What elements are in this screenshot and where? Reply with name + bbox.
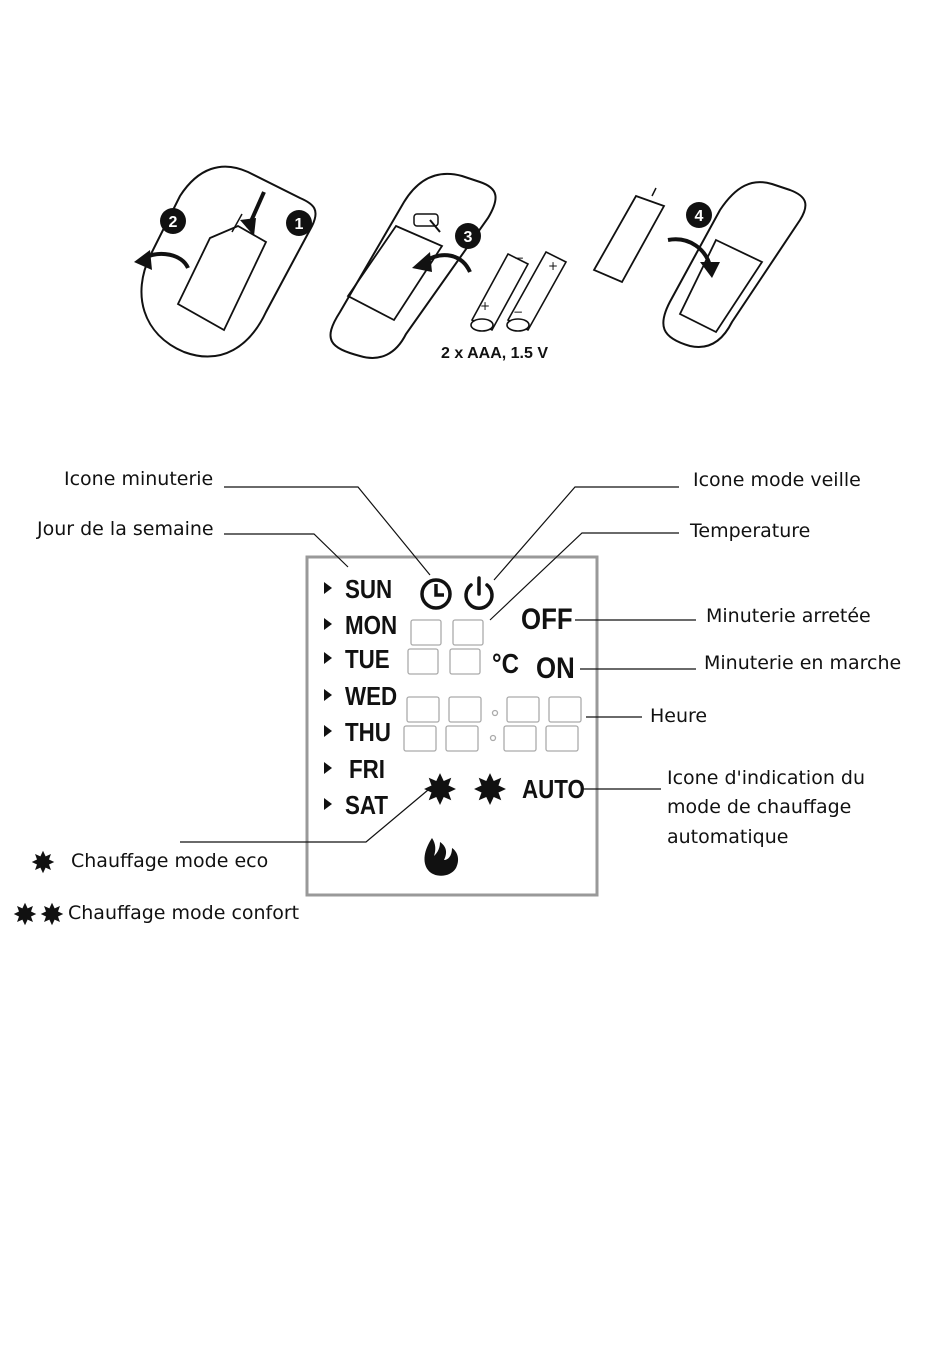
legend-comfort-icon-1 [14,903,37,926]
callout-standby-icon: Icone mode veille [693,470,861,492]
leader-timer-icon [224,487,430,575]
flame-icon [425,838,459,876]
callout-timer-on: Minuterie en marche [704,653,901,675]
svg-text:−: − [513,305,523,319]
temperature-digits [408,620,483,674]
standby-power-icon [466,578,492,608]
battery-caption: 2 x AAA, 1.5 V [441,345,548,363]
aaa-batteries: − + + − [471,251,566,331]
remote-step-3 [330,174,495,358]
day-fri: FRI [349,754,385,785]
clock-digits [404,697,581,751]
callout-timer-off: Minuterie arretée [706,606,871,628]
step-2-label: 2 [169,214,178,231]
legend-comfort-label: Chauffage mode confort [68,903,299,925]
step-1-label: 1 [295,216,304,233]
timer-clock-icon [422,580,450,608]
callout-timer-icon: Icone minuterie [64,469,213,491]
timer-on-label: ON [536,652,575,686]
callout-auto-mode: Icone d'indication du mode de chauffage … [667,764,882,852]
step-3-label: 3 [464,229,473,246]
legend-eco-label: Chauffage mode eco [71,851,268,873]
leader-eco [180,790,428,842]
day-thu: THU [345,717,391,748]
step-4-label: 4 [695,208,704,225]
day-sat: SAT [345,790,388,821]
day-mon: MON [345,610,397,641]
remote-step-1-2 [141,167,315,357]
svg-text:+: + [480,299,490,313]
callout-temperature: Temperature [690,521,810,543]
leader-weekday [224,534,348,567]
legend-comfort-icon-2 [41,903,64,926]
callout-hour: Heure [650,706,707,728]
svg-text:−: − [514,251,524,265]
day-wed: WED [345,681,397,712]
leader-temperature [490,533,679,620]
svg-text:+: + [548,259,558,273]
eco-heat-icon [424,773,456,805]
day-tue: TUE [345,644,390,675]
comfort-heat-icon [474,773,506,805]
temp-unit-label: °C [492,648,519,680]
day-markers [324,582,332,810]
day-sun: SUN [345,574,392,605]
callout-weekday: Jour de la semaine [37,519,214,541]
timer-off-label: OFF [521,603,573,637]
legend-eco-icon [32,851,55,874]
auto-label: AUTO [522,774,585,805]
